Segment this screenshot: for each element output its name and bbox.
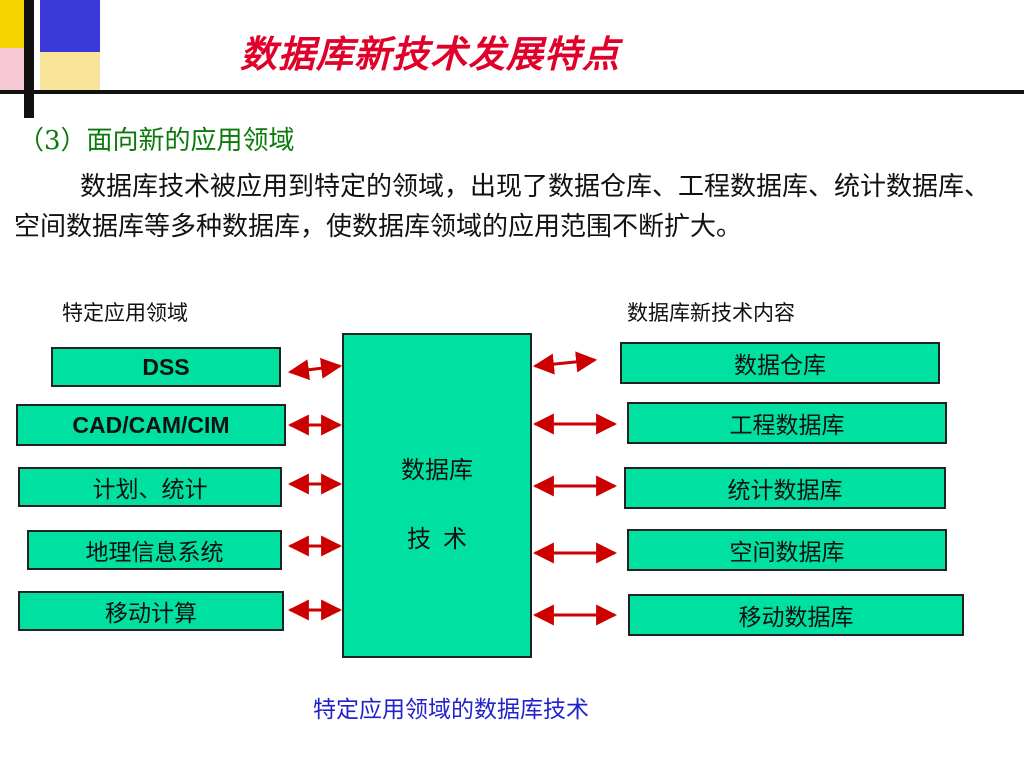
right-box-mobile-db: 移动数据库 xyxy=(628,594,964,636)
left-box-planning-statistics: 计划、统计 xyxy=(18,467,282,507)
title-divider-line xyxy=(0,90,1024,94)
diagram-caption: 特定应用领域的数据库技术 xyxy=(313,697,589,723)
left-column-header: 特定应用领域 xyxy=(62,301,188,325)
section-subheading: （3）面向新的应用领域 xyxy=(18,126,295,156)
center-database-technology-box: 数据库 技术 xyxy=(342,333,532,658)
decor-yellow-block xyxy=(0,0,24,48)
decor-light-yellow-block xyxy=(40,52,100,92)
right-box-spatial-db: 空间数据库 xyxy=(627,529,947,571)
left-box-cad-cam-cim: CAD/CAM/CIM xyxy=(16,404,286,446)
right-arrow-1 xyxy=(532,351,598,375)
right-box-engineering-db: 工程数据库 xyxy=(627,402,947,444)
left-arrow-1 xyxy=(287,357,343,381)
left-box-dss: DSS xyxy=(51,347,281,387)
center-label-line-2: 技术 xyxy=(407,525,479,553)
right-column-header: 数据库新技术内容 xyxy=(627,301,795,325)
right-box-statistical-db: 统计数据库 xyxy=(624,467,946,509)
decor-pink-block xyxy=(0,48,24,92)
left-box-mobile-computing: 移动计算 xyxy=(18,591,284,631)
body-paragraph: 数据库技术被应用到特定的领域，出现了数据仓库、工程数据库、统计数据库、空间数据库… xyxy=(14,172,991,242)
center-label-line-1: 数据库 xyxy=(401,456,473,484)
decor-blue-block xyxy=(40,0,100,52)
decor-vertical-bar xyxy=(24,0,34,118)
slide-title: 数据库新技术发展特点 xyxy=(240,33,620,76)
right-box-data-warehouse: 数据仓库 xyxy=(620,342,940,384)
left-box-gis: 地理信息系统 xyxy=(27,530,282,570)
